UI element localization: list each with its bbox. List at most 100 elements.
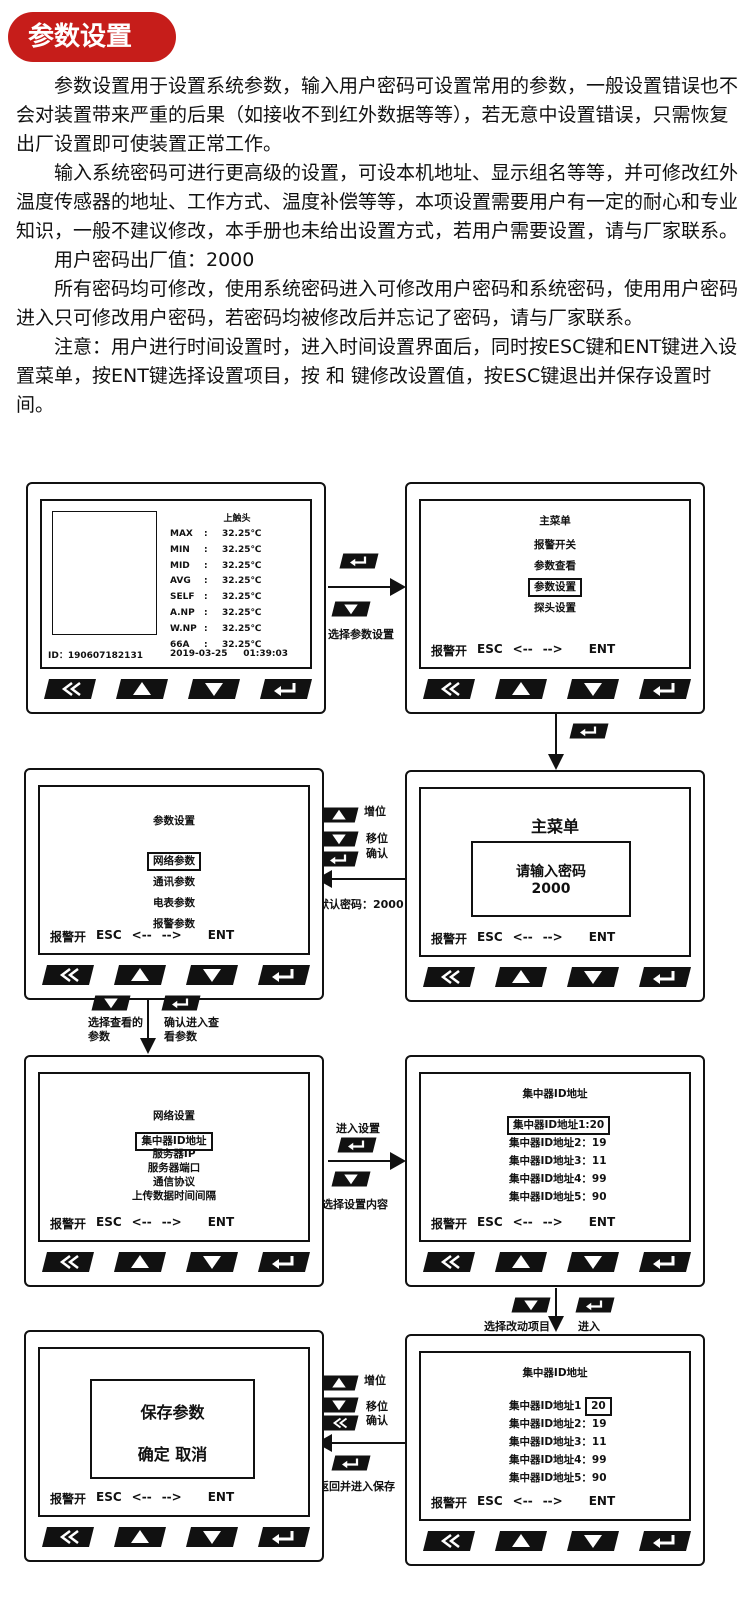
menu-item[interactable]: 上传数据时间间隔 [132,1190,216,1202]
down-key-icon[interactable] [567,677,619,701]
list-item[interactable]: 集中器ID地址5：90 [509,1472,607,1484]
device-monitor: 上触头 MAX:32.25℃ MIN:32.25℃ MID:32.25℃ AVG… [26,482,326,714]
caption: 选择设置内容 [322,1198,388,1211]
arrow-down-icon [548,714,564,770]
caption: 移位 [366,832,388,845]
menu-item-selected[interactable]: 参数设置 [421,577,689,598]
list-item[interactable]: 集中器ID地址4：99 [509,1173,607,1185]
down-key-icon[interactable] [186,1525,238,1549]
id-list: 集中器ID地址1 20 集中器ID地址2：19 集中器ID地址3：11 集中器I… [421,1397,689,1487]
back-key-icon[interactable] [423,1529,475,1553]
up-key-icon[interactable] [114,1525,166,1549]
list-item-editing[interactable]: 集中器ID地址1 20 [421,1397,689,1416]
back-key-icon[interactable] [423,1250,475,1274]
down-key-icon [330,1170,372,1188]
down-key-icon[interactable] [188,677,240,701]
back-key-icon[interactable] [423,965,475,989]
caption: 选择改动项目 [484,1320,550,1333]
list-item[interactable]: 集中器ID地址3：11 [509,1155,607,1167]
caption: 确认 [366,847,388,860]
key-row [42,1525,310,1551]
cancel-button[interactable]: 取消 [175,1445,208,1464]
enter-key-icon[interactable] [258,1525,310,1549]
list-item[interactable]: 集中器ID地址2：19 [509,1418,607,1430]
up-key-icon[interactable] [116,677,168,701]
up-key-icon [318,806,360,824]
enter-key-icon[interactable] [639,1250,691,1274]
value-field[interactable]: 20 [585,1397,612,1416]
menu-item-selected[interactable]: 集中器ID地址 [40,1132,308,1151]
up-key-icon[interactable] [495,1529,547,1553]
back-key-icon[interactable] [42,1525,94,1549]
down-key-icon [90,994,132,1012]
password-field[interactable]: 2000 [531,881,571,897]
caption: 增位 [364,1374,386,1387]
back-key-icon[interactable] [42,1250,94,1274]
menu-item[interactable]: 报警参数 [153,918,195,930]
key-row [423,1529,691,1555]
intro-paragraph: 用户密码出厂值：2000 [54,249,255,271]
caption: 返回并进入保存 [318,1480,395,1493]
list-item-selected[interactable]: 集中器ID地址1:20 [421,1116,689,1135]
list-item[interactable]: 集中器ID地址2：19 [509,1137,607,1149]
menu-item[interactable]: 通信协议 [153,1176,195,1188]
back-key-icon[interactable] [423,677,475,701]
list-item[interactable]: 集中器ID地址4：99 [509,1454,607,1466]
menu-item-selected[interactable]: 网络参数 [40,851,308,872]
list-item[interactable]: 集中器ID地址3：11 [509,1436,607,1448]
menu-item[interactable]: 电表参数 [153,897,195,909]
enter-key-icon [338,552,380,570]
datetime: 2019-03-25 01:39:03 [170,649,289,659]
password-dialog: 请输入密码 2000 [471,841,631,917]
intro-paragraph: 所有密码均可修改，使用系统密码进入可修改用户密码和系统密码，使用用户密码进入只可… [16,278,739,329]
down-key-icon[interactable] [186,1250,238,1274]
list-item[interactable]: 集中器ID地址5：90 [509,1191,607,1203]
up-key-icon[interactable] [495,965,547,989]
up-key-icon[interactable] [114,1250,166,1274]
up-key-icon[interactable] [495,1250,547,1274]
menu-item[interactable]: 报警开关 [534,539,576,551]
down-key-icon[interactable] [186,963,238,987]
menu-list: 网络参数 通讯参数 电表参数 报警参数 [40,851,308,935]
enter-key-icon[interactable] [639,677,691,701]
enter-key-icon[interactable] [260,677,312,701]
id-list: 集中器ID地址1:20 集中器ID地址2：19 集中器ID地址3：11 集中器I… [421,1116,689,1206]
menu-item[interactable]: 探头设置 [534,602,576,614]
key-row [42,963,310,989]
menu-item[interactable]: 通讯参数 [153,876,195,888]
intro-paragraph: 输入系统密码可进行更高级的设置，可设本机地址、显示组名等等，并可修改红外温度传感… [16,162,739,242]
enter-key-icon[interactable] [639,1529,691,1553]
down-key-icon[interactable] [567,965,619,989]
menu-item[interactable]: 参数查看 [534,560,576,572]
back-key-icon[interactable] [42,963,94,987]
device-id-list: 集中器ID地址 集中器ID地址1:20 集中器ID地址2：19 集中器ID地址3… [405,1055,705,1287]
reading-row: SELF:32.25℃ [170,592,262,603]
back-key-icon[interactable] [44,677,96,701]
arrow-down-icon [548,1288,564,1332]
up-key-icon[interactable] [114,963,166,987]
enter-key-icon[interactable] [258,963,310,987]
up-key-icon[interactable] [495,677,547,701]
down-key-icon[interactable] [567,1250,619,1274]
caption: 移位 [366,1400,388,1413]
enter-key-icon[interactable] [639,965,691,989]
down-key-icon[interactable] [567,1529,619,1553]
key-row [44,677,312,703]
screen-title: 集中器ID地址 [522,1367,588,1379]
enter-key-icon [568,722,610,740]
screen-title: 网络设置 [153,1110,195,1122]
arrow-right-icon [328,578,406,596]
caption: 进入设置 [336,1122,380,1135]
menu-item[interactable]: 服务器IP [152,1148,196,1160]
menu-item[interactable]: 服务器端口 [147,1162,201,1174]
enter-key-icon[interactable] [258,1250,310,1274]
reading-row: AVG:32.25℃ [170,576,262,587]
confirm-button[interactable]: 确定 [137,1445,170,1464]
lcd-screen: 集中器ID地址 集中器ID地址1 20 集中器ID地址2：19 集中器ID地址3… [419,1351,691,1521]
